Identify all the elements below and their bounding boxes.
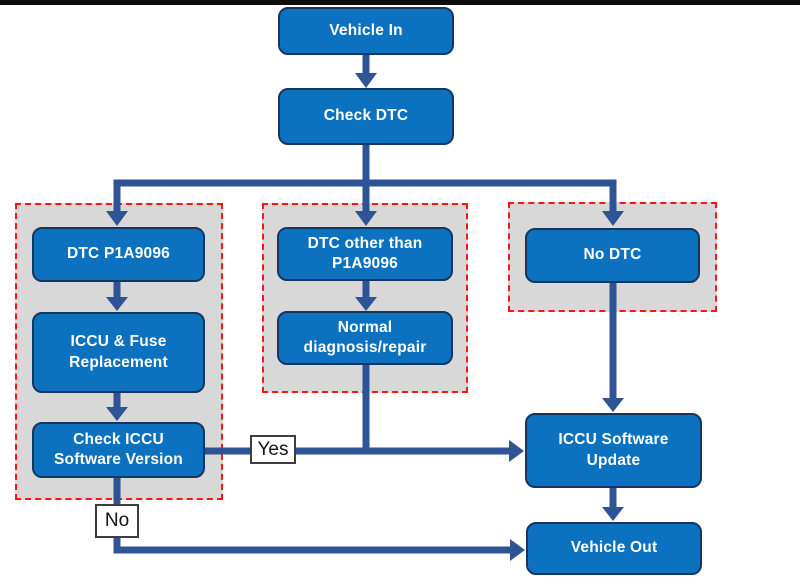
- arrowhead-software-update-left: [509, 440, 524, 462]
- node-iccu-fuse-replacement: ICCU & Fuse Replacement: [32, 312, 205, 393]
- arrowhead-check-dtc: [355, 73, 377, 88]
- node-check-dtc: Check DTC: [278, 88, 454, 145]
- node-vehicle-out: Vehicle Out: [526, 522, 702, 575]
- edge-label-no: No: [95, 504, 139, 538]
- node-no-dtc: No DTC: [525, 228, 700, 283]
- arrowhead-software-update-top: [602, 398, 624, 412]
- node-dtc-p1a9096: DTC P1A9096: [32, 227, 205, 282]
- node-iccu-software-update: ICCU Software Update: [525, 413, 702, 488]
- top-border-bar: [0, 0, 800, 5]
- arrowhead-vehicle-out-left: [510, 539, 525, 561]
- node-normal-diagnosis-repair: Normal diagnosis/repair: [277, 311, 453, 365]
- node-check-iccu-software-version: Check ICCU Software Version: [32, 422, 205, 478]
- edge-label-yes: Yes: [250, 435, 296, 464]
- arrowhead-vehicle-out-top: [602, 507, 624, 521]
- node-dtc-other-than-p1a9096: DTC other than P1A9096: [277, 227, 453, 281]
- node-vehicle-in: Vehicle In: [278, 7, 454, 55]
